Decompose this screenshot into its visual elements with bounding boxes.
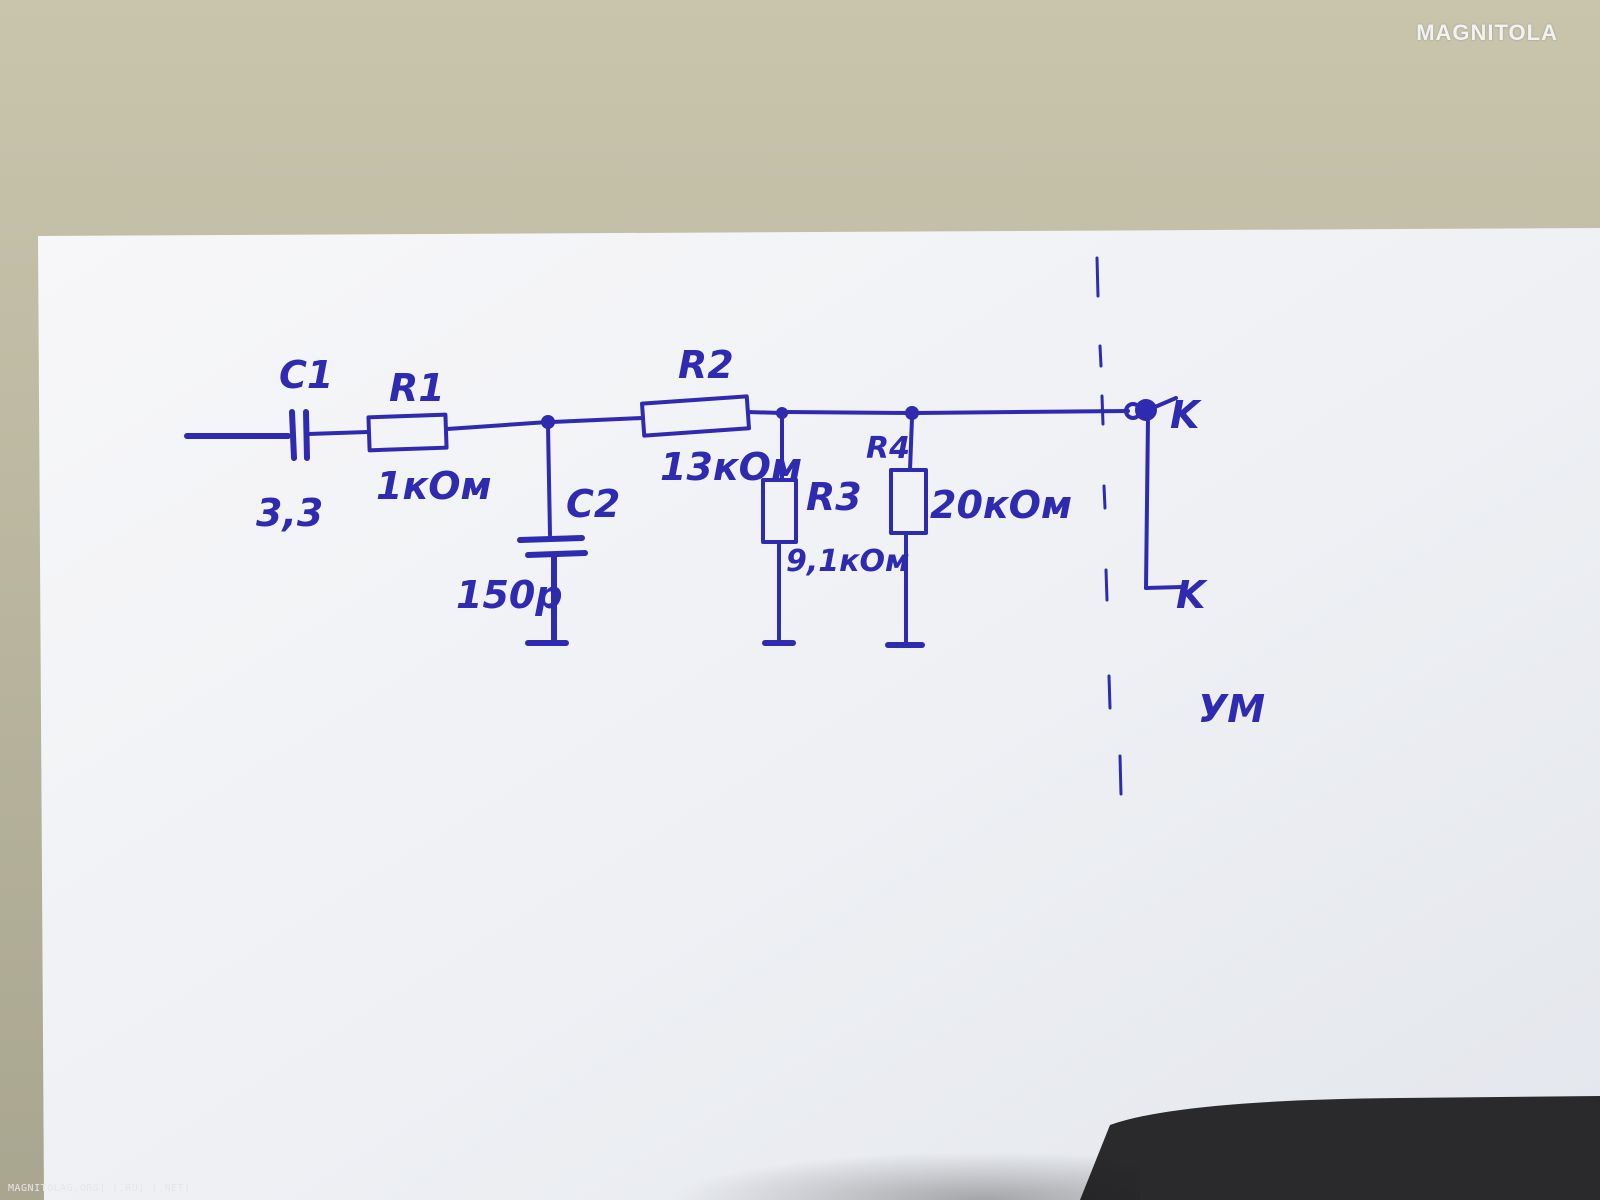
site-logo-text: MAGNITOLA (1416, 20, 1558, 45)
label-r1-value: 1кОм (376, 464, 492, 508)
dashed-separator (1095, 256, 1123, 796)
label-r2-name: R2 (678, 343, 734, 387)
label-r1-name: R1 (389, 366, 445, 410)
circuit-schematic: C1 3,3 R1 1кОм C2 150p R2 13кОм R3 9,1кО… (184, 256, 1265, 796)
resistor-r4 (889, 468, 928, 535)
wire-node3-r4 (908, 416, 914, 472)
wire-r1-node1 (445, 420, 550, 431)
camera-shadow (1080, 1096, 1600, 1200)
resistor-r1 (366, 412, 449, 453)
label-r3-value: 9,1кОм (786, 544, 910, 579)
wire-node2-node3 (784, 410, 914, 415)
label-r3-name: R3 (806, 475, 862, 519)
wire-node1-r2 (550, 416, 644, 424)
junction-node-2 (776, 407, 788, 419)
label-r4-name: R4 (866, 431, 910, 466)
output-lower-stub (1144, 585, 1184, 590)
wire-node3-output (914, 409, 1130, 415)
label-c2-value: 150p (456, 573, 563, 617)
wire-node1-c2 (546, 424, 552, 537)
output-stub-top (1146, 396, 1178, 412)
output-drop-wire (1144, 416, 1150, 590)
label-r4-value: 20кОм (930, 483, 1072, 527)
label-output-bottom: K (1176, 573, 1208, 617)
label-r2-value: 13кОм (660, 445, 802, 489)
label-c1-name: C1 (279, 353, 333, 397)
junction-node-3 (905, 406, 919, 420)
label-output-top: K (1170, 393, 1202, 437)
footer-watermark: MAGNITOLAG.ORG] [.RU] [.NET] (8, 1183, 191, 1194)
label-c2-name: C2 (566, 482, 620, 526)
site-logo: MAGNITOLA (1416, 20, 1558, 46)
wire-c1-r1 (306, 430, 370, 436)
junction-node-1 (541, 415, 555, 429)
label-c1-value: 3,3 (256, 491, 323, 535)
label-block: УМ (1198, 687, 1265, 731)
capacitor-c2 (517, 535, 588, 558)
soft-shadow (620, 1120, 1140, 1200)
paper-sheet (38, 228, 1600, 1200)
